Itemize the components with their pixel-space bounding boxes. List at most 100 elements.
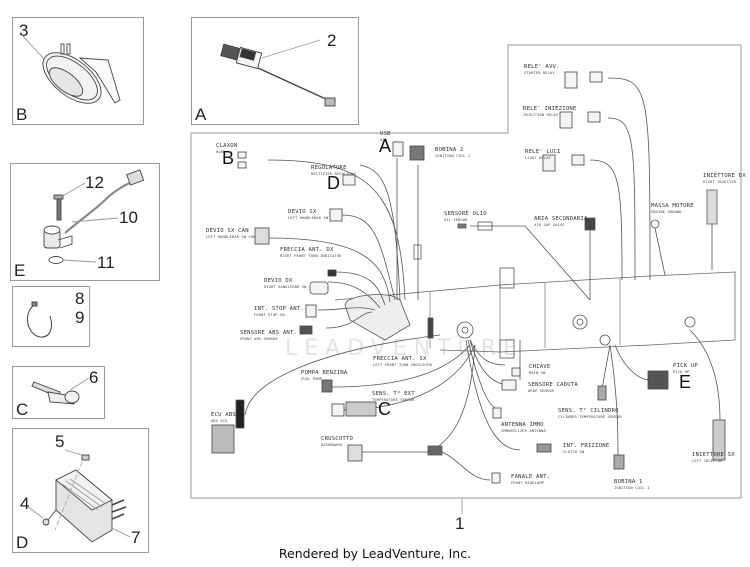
regulator-icon[interactable]	[27, 449, 131, 543]
callout-a[interactable]: A	[379, 136, 392, 156]
temperature-sensor-icon[interactable]	[31, 377, 90, 405]
part-number-11[interactable]: 11	[97, 253, 115, 272]
label-sensore-abs-ant[interactable]: SENSORE ABS ANT.FRONT ABS SENSOR	[240, 330, 297, 341]
cable-tie-icon[interactable]	[26, 301, 53, 338]
label-text: INIETTORE DX	[703, 173, 746, 179]
label-int-stop-ant[interactable]: INT. STOP ANT.FRONT STOP SW	[254, 306, 304, 317]
part-number-10[interactable]: 10	[119, 208, 138, 227]
part-number-12[interactable]: 12	[85, 173, 104, 192]
usb-cable-icon[interactable]	[220, 39, 336, 107]
label-subtext: MAIN SW	[529, 370, 546, 375]
label-subtext: CYLINDER TEMPERATURE SENSOR	[558, 414, 622, 419]
label-subtext: LEFT HANDLEBAR SW	[288, 215, 329, 220]
label-subtext: USB	[380, 137, 388, 142]
callout-e[interactable]: E	[679, 372, 692, 392]
label-subtext: TEMPERATURE SENSOR	[372, 397, 415, 402]
label-text: ECU ABS	[211, 412, 236, 418]
label-text: ARIA SECONDARIA	[534, 216, 588, 222]
label-subtext: LEFT INJECTOR	[692, 458, 723, 463]
part-number-6[interactable]: 6	[89, 368, 99, 387]
horn-icon[interactable]	[21, 34, 121, 113]
label-subtext: RIGHT INJECTOR	[703, 179, 737, 184]
label-text: CHIAVE	[529, 364, 551, 370]
part-number-9[interactable]: 9	[75, 308, 85, 327]
label-subtext: INJECTION RELAY	[523, 112, 559, 117]
inset-letter-b: B	[16, 105, 28, 124]
label-subtext: ABS ECU	[211, 418, 228, 423]
label-subtext: IGNITION COIL 2	[435, 153, 471, 158]
part-number-2[interactable]: 2	[327, 31, 337, 50]
label-text: RELE' INIEZIONE	[523, 106, 577, 112]
callout-d[interactable]: D	[327, 173, 340, 193]
label-subtext: FRONT STOP SW	[254, 312, 285, 317]
label-text: SENS. T° CILINDRO	[558, 408, 619, 414]
label-text: MASSA MOTORE	[651, 203, 694, 209]
callout-b[interactable]: B	[222, 148, 235, 168]
label-subtext: FRONT ABS SENSOR	[240, 336, 278, 341]
pickup-sensor-icon[interactable]	[43, 169, 145, 264]
part-number-7[interactable]: 7	[131, 528, 141, 547]
label-subtext: AIR SAP VALVE	[534, 222, 565, 227]
label-subtext: PICK UP	[673, 369, 690, 374]
label-subtext: OIL SENSOR	[444, 217, 468, 222]
label-subtext: IMMOBILIZER ANTENNA	[501, 428, 546, 433]
label-text: INT. STOP ANT.	[254, 306, 304, 312]
label-rele-avv[interactable]: RELE' AVV.STARTER RELAY	[524, 64, 560, 75]
inset-letter-c: C	[16, 400, 29, 419]
inset-clip: 8 9	[12, 286, 90, 347]
callout-c[interactable]: C	[378, 399, 391, 419]
label-text: POMPA BENZINA	[301, 370, 348, 376]
label-text: ANTENNA IMMO	[501, 422, 544, 428]
label-text: CLAXON	[216, 143, 238, 149]
label-text: SENSORE OLIO	[444, 211, 487, 217]
part-number-5[interactable]: 5	[55, 432, 65, 451]
label-text: PICK UP	[673, 363, 698, 369]
label-text: INIETTORE SX	[692, 452, 735, 458]
part-number-1[interactable]: 1	[455, 514, 465, 533]
label-subtext: ENGINE GROUND	[651, 209, 682, 214]
label-subtext: DASHBOARD	[321, 442, 343, 447]
inset-letter-e: E	[14, 261, 26, 280]
part-number-8[interactable]: 8	[75, 289, 85, 308]
label-subtext: CLUTCH SW	[563, 449, 585, 454]
inset-letter-a: A	[195, 105, 207, 124]
part-number-4[interactable]: 4	[20, 494, 30, 513]
label-subtext: LIGHT RELAY	[525, 155, 551, 160]
label-subtext: RIGHT HANDLEBAR SW	[264, 284, 307, 289]
label-subtext: RIGHT FRONT TURN INDICATOR	[280, 253, 342, 258]
label-text: DEVIO DX	[264, 278, 293, 284]
part-number-3[interactable]: 3	[19, 21, 29, 40]
label-text: FANALE ANT.	[511, 474, 551, 480]
label-text: CRUSCOTTO	[321, 436, 354, 442]
label-text: USB	[380, 131, 391, 137]
label-fanale-ant[interactable]: FANALE ANT.FRONT HEADLAMP	[511, 474, 551, 485]
